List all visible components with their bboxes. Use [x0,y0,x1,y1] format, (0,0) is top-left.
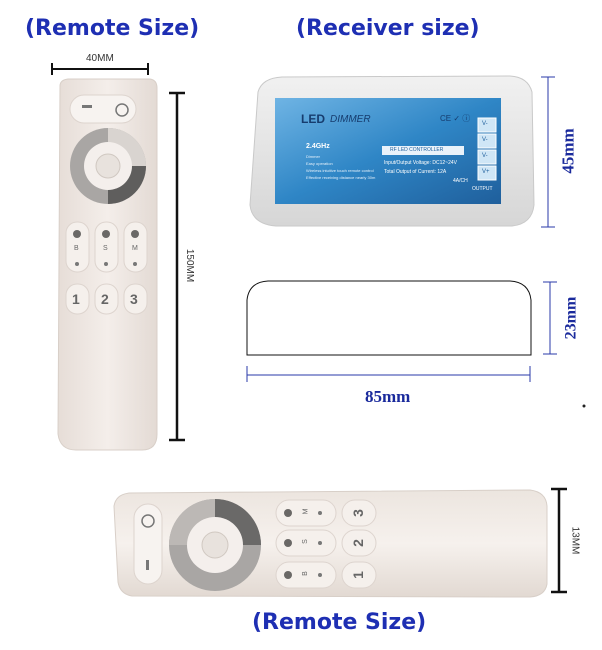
receiver-size-heading: (Receiver size) [296,16,480,41]
receiver-brand-led: LED [301,112,325,126]
remote-mode-letter-m: M [132,245,138,252]
receiver-length-label: 85mm [365,387,411,406]
receiver-freq: 2.4GHz [306,143,330,150]
receiver-feature-2: Easy operation [306,161,333,166]
remote-size-heading-bottom: (Remote Size) [252,610,427,635]
receiver-feature-4: Effective receiving distance nearly 30m [306,175,376,180]
receiver-pin-4: V+ [482,169,490,175]
remote-key-1: 1 [72,291,80,307]
remote-mode-letter-s: S [103,245,108,252]
receiver-feature-1: Dimmer [306,154,320,159]
receiver-feature-3: Wireless intuitive touch remote control [306,168,374,173]
receiver-model: RF LED CONTROLLER [390,147,444,153]
receiver-spec-3: 4A/CH [453,178,468,184]
remote-mode-letter-b: B [74,245,79,252]
receiver-output: OUTPUT [472,186,493,192]
remote-thickness-label: 13MM [569,526,581,555]
receiver-pin-3: V- [482,153,488,159]
remote-key-3: 3 [130,291,138,307]
receiver-spec-2: Total Output of Current: 12A [384,169,447,175]
receiver-spec-1: Input/Output Voltage: DC12~24V [384,160,457,166]
remote-width-label: 40MM [86,53,114,64]
receiver-pin-2: V- [482,137,488,143]
receiver-pin-1: V- [482,121,488,127]
remote-key-2: 2 [101,291,109,307]
receiver-cert-marks: CE ✓ ⓘ [440,114,471,123]
remote-size-heading-top: (Remote Size) [25,16,200,41]
receiver-brand-dimmer: DIMMER [330,114,371,125]
